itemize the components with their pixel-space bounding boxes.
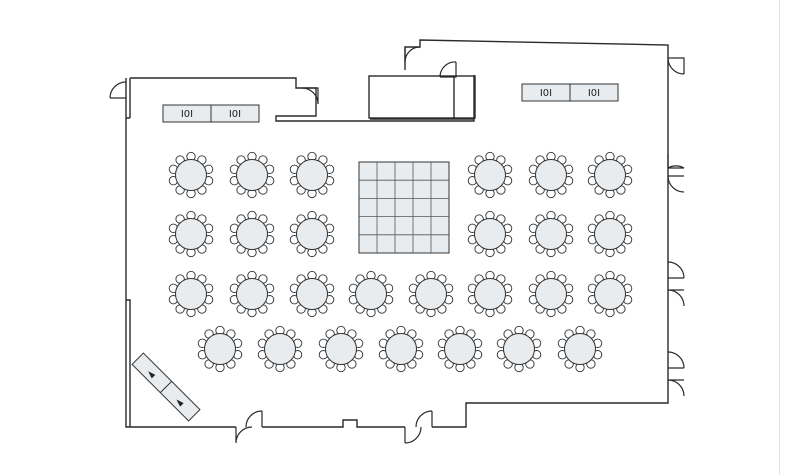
table-top [236,278,268,310]
table-top [236,159,268,191]
table-top [175,278,207,310]
table-top [296,278,328,310]
table-top [594,278,626,310]
wall-inner-offset [126,78,131,427]
door-right-4 [667,261,685,279]
table-top [175,218,207,250]
table-top [264,333,296,365]
table-top [296,218,328,250]
door-bottom-right-a [404,426,422,444]
door-right-1 [667,57,685,75]
round-table [289,270,335,318]
door-right-5 [667,289,685,307]
table-top [385,333,417,365]
door-right-7 [667,379,685,397]
table-top [236,218,268,250]
table-top [535,218,567,250]
buffet-table-right: Ι0Ι Ι0Ι [521,83,619,102]
dance-floor [358,161,450,254]
round-table [587,270,633,318]
dance-floor-surface [358,161,450,254]
place-setting-icon: Ι0Ι [229,109,241,120]
round-table [197,325,243,373]
round-table [229,151,275,199]
round-table [229,210,275,258]
round-table [467,270,513,318]
round-table [168,270,214,318]
round-table [348,270,394,318]
door-top-notch [301,87,319,105]
table-top [175,159,207,191]
round-table [408,270,454,318]
stage-box [368,75,476,119]
table-top [296,159,328,191]
round-table [437,325,483,373]
table-top [535,159,567,191]
place-setting-icon: Ι0Ι [588,88,600,99]
round-table [587,151,633,199]
round-table [257,325,303,373]
stage-back [370,77,474,120]
round-table [528,270,574,318]
door-top-right-a [404,46,421,63]
door-bottom-left-b [245,410,263,428]
room-walls [125,39,669,428]
place-setting-icon: Ι0Ι [181,109,193,120]
buffet-table-left: Ι0Ι Ι0Ι [162,104,260,123]
round-table [289,210,335,258]
table-top [474,218,506,250]
round-table [168,210,214,258]
table-top [594,218,626,250]
table-top [204,333,236,365]
table-top [325,333,357,365]
round-table [467,151,513,199]
round-table [289,151,335,199]
table-top [503,333,535,365]
round-tables [168,151,633,373]
table-top [415,278,447,310]
place-setting-icon: Ι0Ι [540,88,552,99]
round-table [318,325,364,373]
door-right-6 [667,351,685,369]
table-top [474,159,506,191]
round-table [587,210,633,258]
door-right-2 [667,154,685,169]
round-table [528,210,574,258]
table-top [535,278,567,310]
table-top [474,278,506,310]
round-table [229,270,275,318]
round-table [528,151,574,199]
table-top [594,159,626,191]
round-table [378,325,424,373]
door-left-top [109,81,127,99]
table-top [564,333,596,365]
table-top [355,278,387,310]
door-bottom-right-b [415,410,433,428]
door-top-right-b [439,61,457,78]
round-table [168,151,214,199]
table-top [444,333,476,365]
page-edge-rule [779,0,780,475]
door-right-3 [667,175,685,193]
round-table [496,325,542,373]
round-table [557,325,603,373]
door-bottom-left-a [235,426,253,444]
gift-table: ◄ ◄ [131,352,201,422]
round-table [467,210,513,258]
